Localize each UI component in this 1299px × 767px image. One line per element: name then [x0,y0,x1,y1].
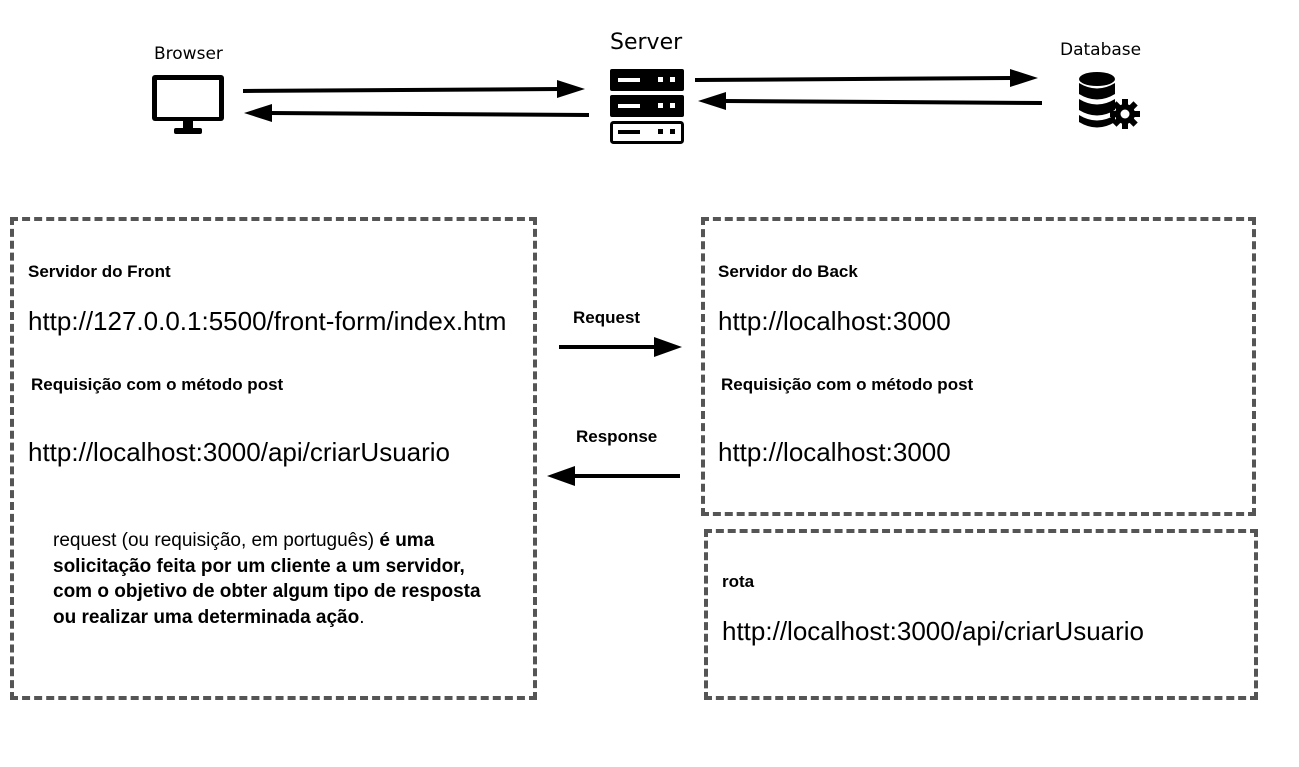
back-server-title: Servidor do Back [718,262,858,281]
server-icon [610,69,684,144]
route-url: http://localhost:3000/api/criarUsuario [722,616,1145,646]
request-label: Request [573,308,641,327]
description-normal-end: . [359,606,365,628]
front-server-box [10,217,537,700]
response-label: Response [576,427,658,446]
front-server-title: Servidor do Front [28,262,171,281]
monitor-icon [152,75,224,134]
server-to-database-arrow [694,69,1038,87]
database-to-server-arrow [698,92,1043,110]
back-server-box [701,217,1256,516]
request-description: request (ou requisição, em português) é … [53,528,493,630]
browser-to-server-arrow [242,80,585,98]
front-method-label: Requisição com o método post [31,375,284,394]
description-bold: é uma solicitação feita por um cliente a… [53,530,481,628]
front-target-url: http://localhost:3000/api/criarUsuario [28,437,451,467]
back-method-label: Requisição com o método post [721,375,974,394]
database-label: Database [1060,40,1142,60]
front-server-url: http://127.0.0.1:5500/front-form/index.h… [28,306,507,336]
route-box [704,529,1258,700]
browser-label: Browser [154,44,223,64]
server-to-browser-arrow [244,104,590,122]
description-normal-start: request (ou requisição, em português) [53,530,380,551]
route-title: rota [722,572,755,591]
back-response-url: http://localhost:3000 [718,437,951,467]
server-label: Server [610,30,683,55]
database-gear-icon [1079,72,1140,129]
back-server-url: http://localhost:3000 [718,306,951,336]
